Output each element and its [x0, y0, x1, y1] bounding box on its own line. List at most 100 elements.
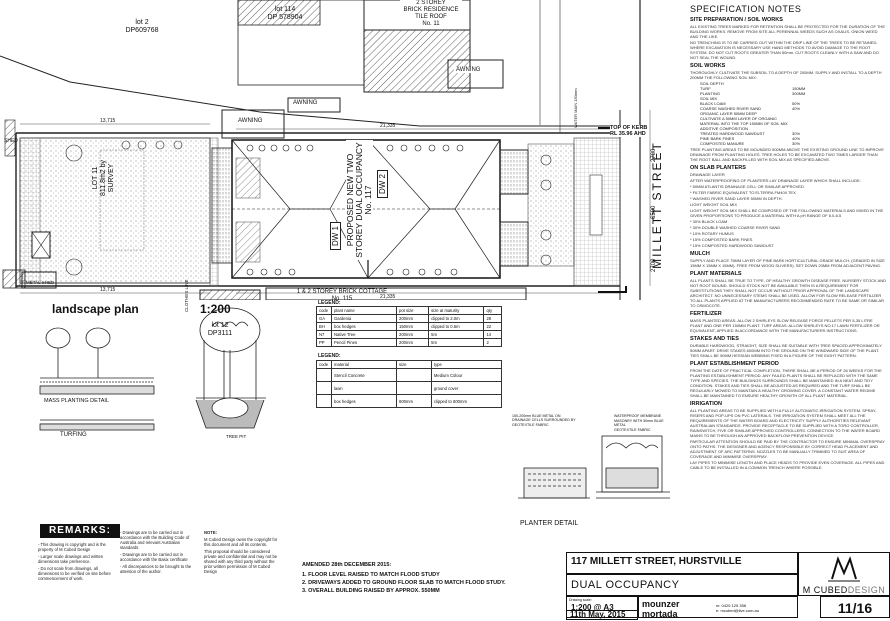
cell: 150mm — [395, 322, 430, 331]
spec-heading: STAKES AND TIES — [690, 336, 739, 342]
header-cell: plant name — [331, 306, 397, 315]
logo-mark-icon — [828, 556, 860, 582]
spec-paragraph: * 50MM ATLANTIS DRAINAGE CELL OR SIMILAR… — [690, 184, 805, 189]
water-main-label: WATER MAIN 150mm — [573, 88, 578, 128]
note-line: GEOTEXTILE FABRIC — [512, 422, 549, 427]
lawn-area — [19, 137, 211, 284]
amendment-item: 3. OVERALL BUILDING RAISED BY APPROX. 55… — [302, 588, 440, 594]
cell: 14 — [483, 330, 502, 339]
spec-paragraph: PARTICULAR ATTENTION SHOULD BE PAID BY T… — [690, 439, 885, 459]
planter-notes-right: WATERPROOF MEMBRANE MASONRY WITH 50mm BL… — [614, 414, 676, 432]
cell: box hedges — [331, 322, 397, 331]
cell: lawn — [331, 381, 397, 395]
brand-part: DESIGN — [847, 585, 886, 595]
clothes-line-label: CLOTHES LINE — [184, 279, 189, 312]
spec-paragraph: LIGHT WEIGHT SOIL MIX — [690, 202, 738, 207]
cell: BH — [316, 322, 332, 331]
spec-cell: SOIL DEPTH — [700, 81, 724, 86]
remark: - Drawings are to be carried out in acco… — [120, 552, 188, 562]
cell: Medium Colour — [430, 368, 503, 382]
header-cell: qty — [483, 306, 502, 315]
spec-paragraph: SUPPLY AND PLACE 75MM LAYER OF PINE BARK… — [690, 258, 885, 268]
header-cell: size — [396, 360, 432, 369]
dw1-label: DW 1 — [330, 222, 341, 250]
spec-paragraph: ALL PLANTS SHALL BE TRUE TO TYPE, OF HEA… — [690, 278, 886, 308]
cell — [316, 368, 332, 382]
lot-number: lot 2 — [135, 19, 149, 26]
amendments: AMENDED 28th DECEMBER 2015: 1. FLOOR LEV… — [302, 562, 562, 596]
designer-name: mounzer mortada — [642, 599, 680, 619]
neighbour-line: 1 & 2 STOREY BRICK COTTAGE — [296, 289, 388, 295]
contact: m: 0425 125 358 e: mcubed@live.com.au — [716, 603, 759, 613]
scale-caption: Drawing scale: — [569, 598, 592, 602]
header-cell: code — [316, 360, 332, 369]
neighbour-line: No. 11 — [422, 21, 440, 27]
cell: 5m — [428, 330, 485, 339]
awning-label: AWNING — [293, 100, 318, 106]
remarks-col2: - Drawings are to be carried out in acco… — [120, 530, 196, 576]
spec-cell: 40% — [792, 106, 801, 111]
tree-pit-label: TREE PIT — [226, 434, 247, 439]
header-cell: material — [331, 360, 397, 369]
spec-paragraph: NO TRENCHING IS TO BE CARRIED OUT WITHIN… — [690, 40, 879, 60]
cell: clipped to 0.6m — [428, 322, 485, 331]
lot-2-label: lot 2 DP609768 — [117, 19, 167, 35]
spec-cell: 150MM — [792, 86, 806, 91]
material-legend: code material size type Stencil Concrete… — [316, 360, 503, 408]
spec-title: SPECIFICATION NOTES — [690, 4, 802, 14]
dim-label: 21,335 — [380, 123, 396, 129]
cell — [396, 368, 432, 382]
tree-pit-drawing — [195, 307, 266, 429]
proposed-label: PROPOSED NEW TWO STOREY DUAL OCCUPANCY N… — [345, 140, 373, 260]
neighbour-line: TILE ROOF — [415, 14, 447, 20]
cell: GA — [316, 314, 332, 323]
spec-heading: SOIL WORKS — [690, 63, 726, 69]
cell: PP — [316, 338, 332, 347]
amendments-title: AMENDED 28th DECEMBER 2015: — [302, 562, 392, 568]
remark: M Cubed Design owns the copyright for th… — [204, 537, 278, 547]
amendment-item: 2. DRIVEWAYS ADDED TO GROUND FLOOR SLAB … — [302, 580, 506, 586]
cell: 22 — [483, 322, 502, 331]
email: e: mcubed@live.com.au — [716, 608, 759, 613]
cell: box hedges — [331, 394, 397, 408]
remark: - Do not scale from drawings, all dimens… — [38, 566, 111, 581]
spec-cell: PINE BARK FINES — [700, 136, 735, 141]
awning-label: AWNING — [454, 67, 483, 73]
cell: clipped to 2.0m — [428, 314, 485, 323]
spec-cell: 40% — [792, 136, 801, 141]
header-cell: pot size — [395, 306, 430, 315]
spec-cell: TURF — [700, 86, 711, 91]
spec-cell: BLACK LOAM — [700, 101, 726, 106]
cell: 200mm — [395, 338, 430, 347]
spec-paragraph: * 30% BLACK LOAM — [690, 219, 728, 224]
proposed-line: No. 117 — [363, 185, 373, 215]
legend-header: code plant name pot size size at maturit… — [316, 306, 502, 315]
drawing-date: 11th May, 2015 — [570, 610, 626, 619]
spec-cell: COMPOSTED MANURE — [700, 141, 745, 146]
phone: m: 0425 125 358 — [716, 603, 747, 608]
lot-number: lot 12 — [211, 322, 229, 329]
spec-paragraph: * WASHED RIVER SAND LAYER 50MM IN DEPTH. — [690, 196, 783, 201]
spec-paragraph: LIGHT WEIGHT SOIL MIX SHALL BE COMPOSED … — [690, 208, 884, 218]
spec-heading: SITE PREPARATION / SOIL WORKS — [690, 17, 783, 23]
neighbour-line: No. 115 — [331, 296, 353, 302]
spec-heading: IRRIGATION — [690, 401, 722, 407]
cell — [316, 381, 332, 395]
dp-number: DP 578904 — [267, 14, 303, 21]
cell: clipped to 600mm — [430, 394, 503, 408]
spec-cell: COARSE WASHED RIVER SAND — [700, 106, 761, 111]
dim-label: 13,715 — [100, 287, 116, 293]
spec-paragraph: FROM THE DATE OF PRACTICAL COMPLETION, T… — [690, 368, 882, 398]
sheet-number-text: 11/16 — [837, 600, 873, 616]
header-cell: code — [316, 306, 332, 315]
shed-label: SHED — [4, 138, 18, 144]
tok-line: TOP OF KERB — [610, 125, 648, 131]
spec-heading: FERTILIZER — [690, 311, 722, 317]
neighbour-line: BRICK RESIDENCE — [403, 7, 459, 13]
spec-heading: MULCH — [690, 251, 710, 257]
